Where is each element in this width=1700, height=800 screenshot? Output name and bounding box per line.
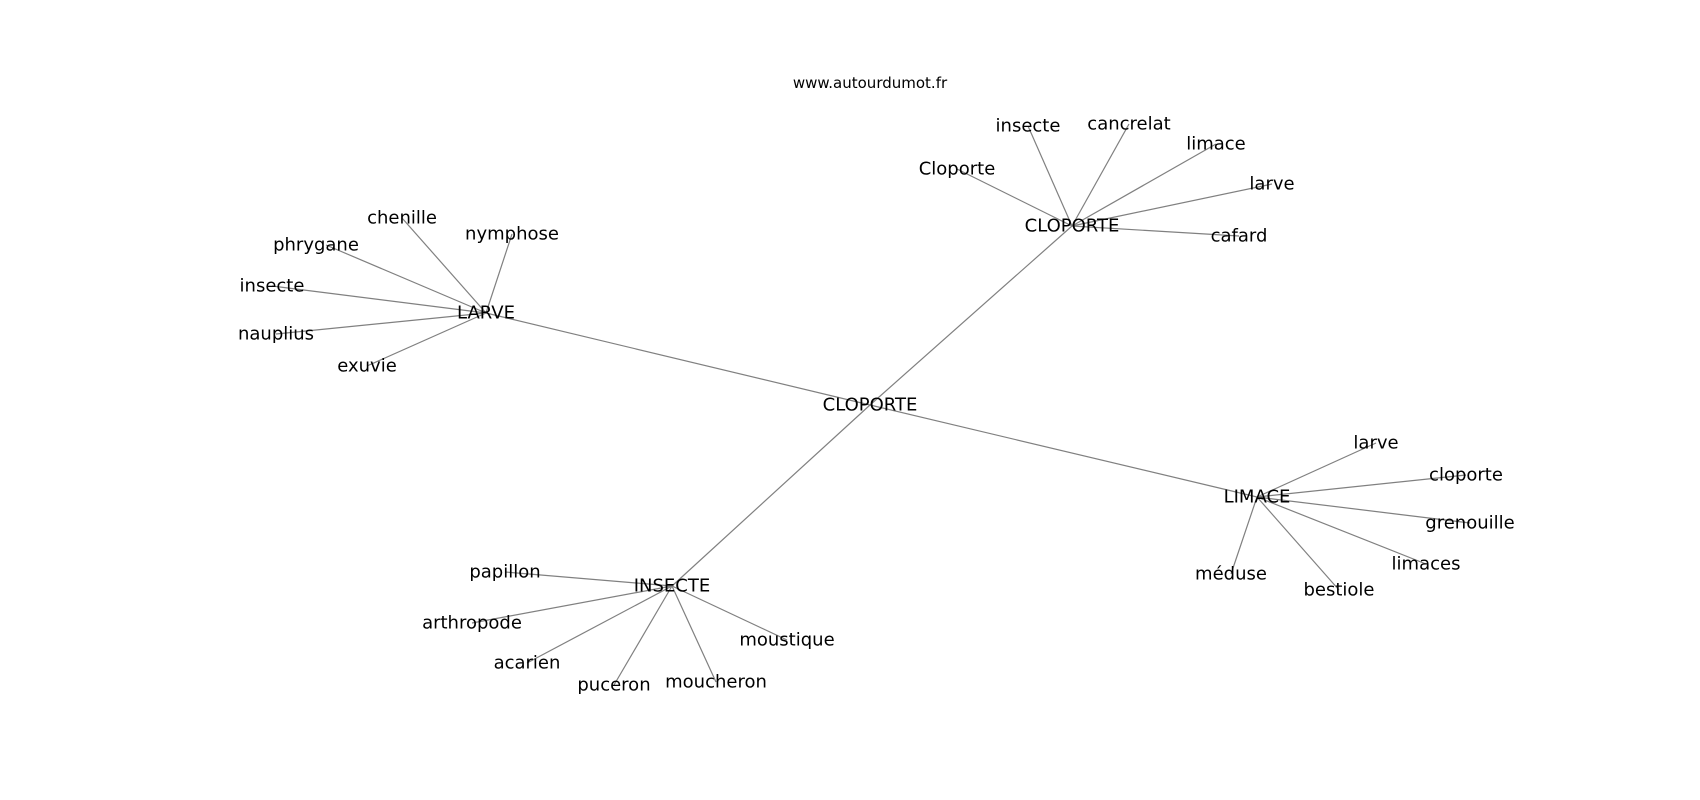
node-leaf-label[interactable]: papillon — [469, 562, 540, 583]
edge-h_limace-l_bestiole — [1256, 496, 1340, 591]
node-leaf-label[interactable]: insecte — [996, 116, 1061, 137]
node-leaf-label[interactable]: bestiole — [1303, 580, 1374, 601]
node-leaf-label[interactable]: cancrelat — [1087, 114, 1170, 135]
node-leaf-label[interactable]: puceron — [577, 675, 650, 696]
edge-h_larve-l_nymphose — [485, 233, 513, 314]
node-leaf-label[interactable]: moustique — [739, 630, 834, 651]
node-leaf-label[interactable]: arthropode — [422, 613, 522, 634]
node-leaf-label[interactable]: nauplius — [238, 324, 314, 345]
node-leaf-label[interactable]: exuvie — [337, 356, 397, 377]
edge-h_insecte-l_moucheron — [671, 585, 717, 683]
node-leaf-label[interactable]: cloporte — [1429, 465, 1503, 486]
edge-h_cloporte-l_larve1 — [1071, 183, 1273, 227]
edge-h_larve-l_nauplius — [275, 312, 487, 335]
edge-h_limace-l_meduse — [1230, 496, 1258, 575]
labels-layer: CLOPORTE LARVE CLOPORTE LIMACE INSECTE chenil… — [238, 114, 1515, 696]
node-hub-label[interactable]: INSECTE — [634, 576, 711, 597]
node-hub-label[interactable]: LIMACE — [1224, 487, 1291, 508]
edge-h_insecte-l_acarien — [526, 585, 673, 664]
node-leaf-label[interactable]: cafard — [1211, 226, 1268, 247]
edge-h_insecte-l_arthropode — [471, 585, 673, 624]
edge-h_larve-l_exuvie — [366, 312, 487, 367]
node-root-label[interactable]: CLOPORTE — [823, 395, 918, 416]
node-leaf-label[interactable]: Cloporte — [919, 159, 996, 180]
edge-h_larve-l_insecte1 — [271, 285, 487, 314]
node-leaf-label[interactable]: larve — [1353, 433, 1398, 454]
node-leaf-label[interactable]: acarien — [494, 653, 561, 674]
edge-h_cloporte-l_Cloporte — [956, 168, 1073, 227]
edge-h_limace-l_cloporte2 — [1256, 474, 1467, 498]
edge-h_larve-l_phrygane — [325, 244, 487, 314]
edge-h_cloporte-l_cafard — [1071, 225, 1240, 237]
node-leaf-label[interactable]: insecte — [240, 276, 305, 297]
edge-h_limace-l_limaces — [1256, 496, 1427, 565]
watermark-text[interactable]: www.autourdumot.fr — [793, 74, 948, 92]
edge-root-h_insecte — [671, 404, 871, 587]
node-leaf-label[interactable]: phrygane — [273, 235, 359, 256]
edge-h_insecte-l_puceron — [613, 585, 673, 686]
edge-h_larve-l_chenille — [401, 217, 487, 314]
edge-h_limace-l_grenouille — [1256, 496, 1471, 524]
node-leaf-label[interactable]: limaces — [1392, 554, 1461, 575]
node-leaf-label[interactable]: limace — [1186, 134, 1246, 155]
node-leaf-label[interactable]: grenouille — [1425, 513, 1514, 534]
edges-layer — [271, 123, 1471, 686]
node-leaf-label[interactable]: larve — [1249, 174, 1294, 195]
edge-root-h_limace — [869, 404, 1258, 498]
node-leaf-label[interactable]: chenille — [367, 208, 437, 229]
edge-h_insecte-l_moustique — [671, 585, 788, 641]
edge-h_cloporte-l_limace1 — [1071, 143, 1217, 227]
edge-h_limace-l_larve2 — [1256, 442, 1377, 498]
node-leaf-label[interactable]: nymphose — [465, 224, 559, 245]
node-hub-label[interactable]: LARVE — [457, 303, 515, 324]
node-leaf-label[interactable]: moucheron — [665, 672, 767, 693]
node-leaf-label[interactable]: méduse — [1195, 564, 1267, 585]
edge-h_cloporte-l_insecte2 — [1027, 125, 1073, 227]
edge-root-h_cloporte — [869, 225, 1073, 406]
edge-h_insecte-l_papillon — [504, 571, 673, 587]
node-hub-label[interactable]: CLOPORTE — [1025, 216, 1120, 237]
edge-root-h_larve — [485, 312, 871, 406]
edge-h_cloporte-l_cancrelat — [1071, 123, 1130, 227]
